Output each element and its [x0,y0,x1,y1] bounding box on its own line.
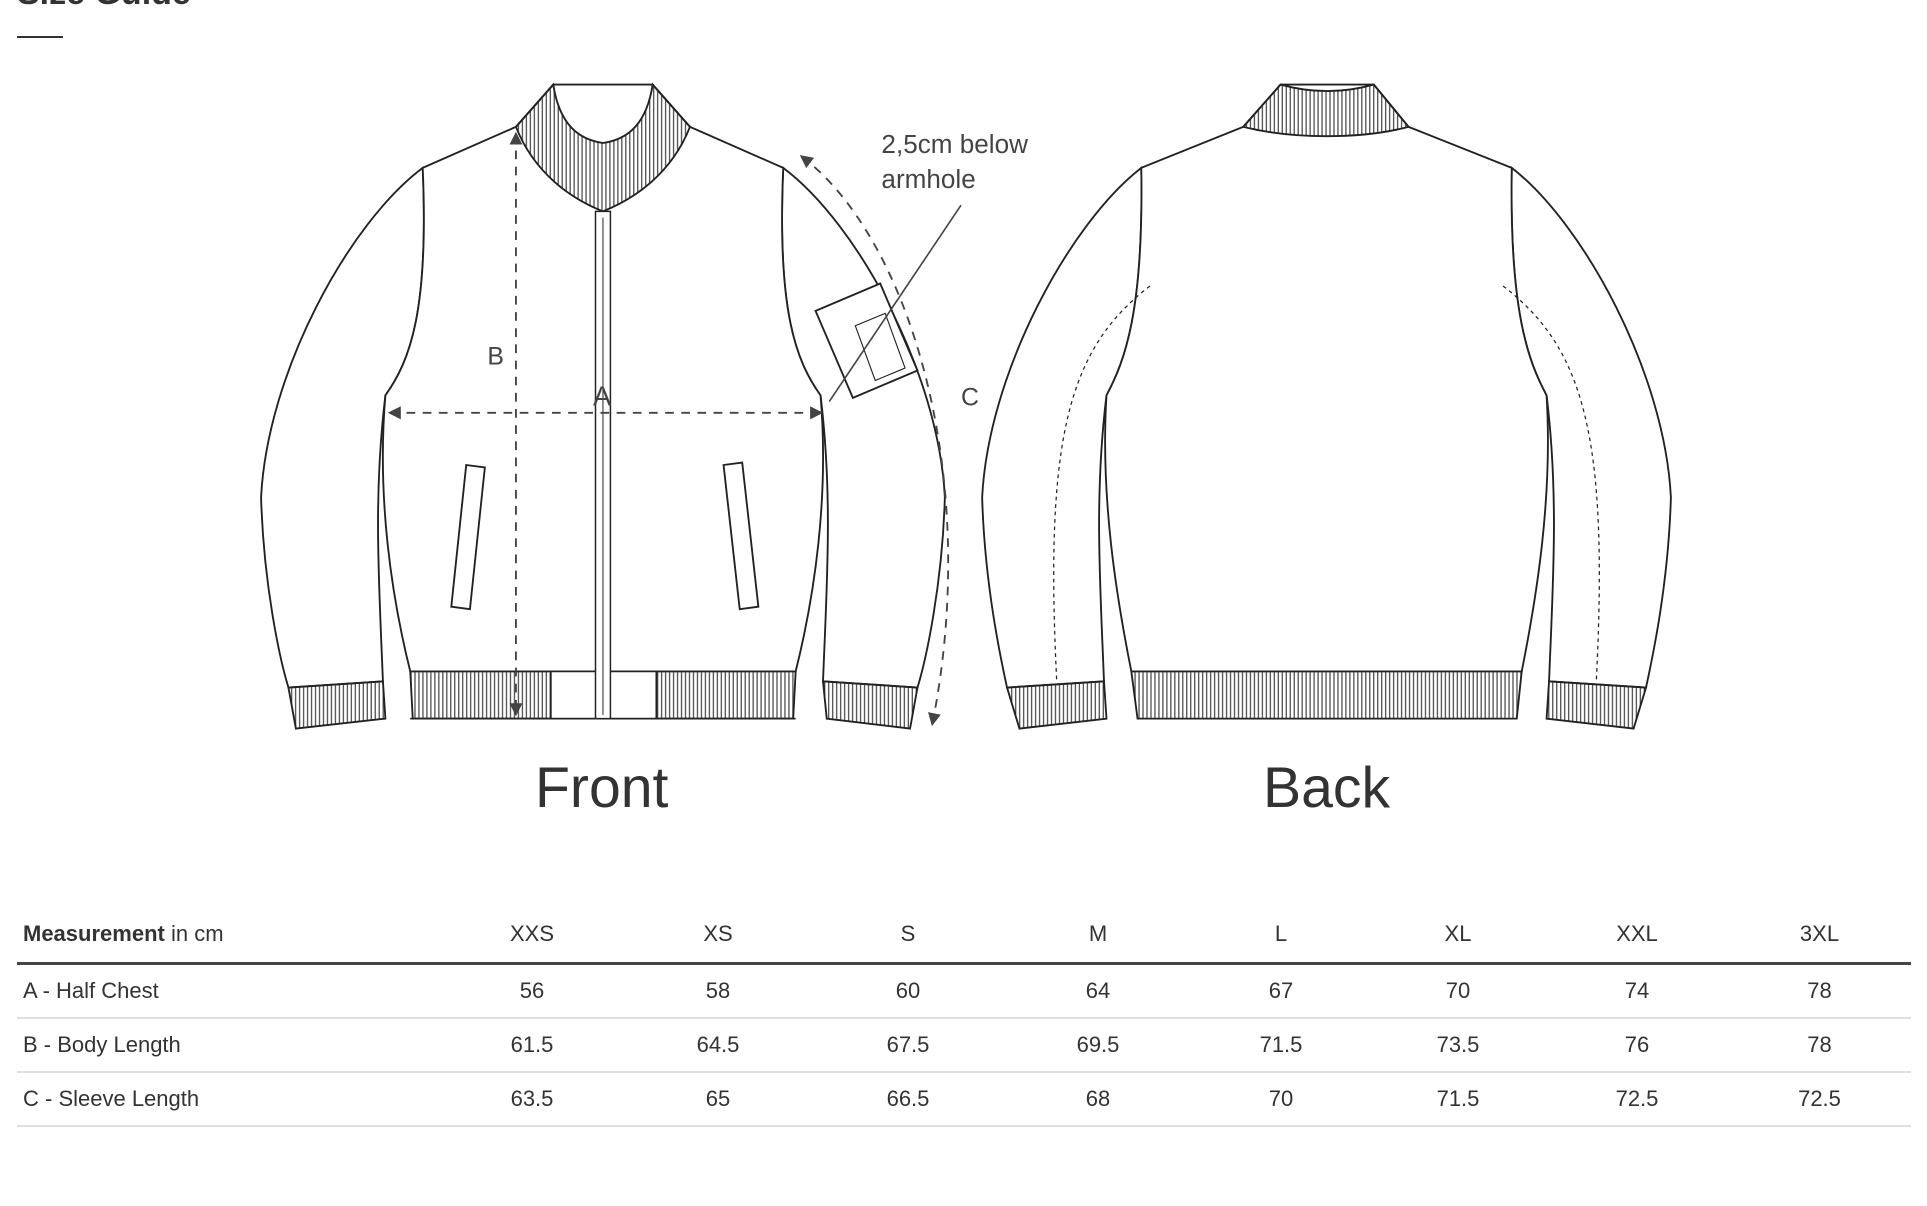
header-size: L [1274,920,1288,946]
measurement-lines [387,131,950,727]
table-row: A - Half Chest 56 58 60 64 67 70 74 78 [17,965,1911,1019]
title-underline [17,36,63,38]
pocket-left [450,463,486,611]
cell: 64.5 [696,1032,740,1057]
front-cuff-right [821,680,919,730]
marker-b: B [487,342,504,370]
header-measurement-unit: in cm [164,920,224,946]
cell: 70 [1445,978,1471,1003]
cell: 78 [1807,1032,1832,1057]
cell: 71.5 [1259,1032,1303,1057]
cell: 73.5 [1436,1032,1480,1057]
front-waistband-left [409,670,552,720]
header-size: S [900,920,916,946]
row-label: A - Half Chest [23,978,159,1003]
cell: 67.5 [886,1032,930,1057]
back-label: Back [1263,756,1391,820]
back-cuff-right [1545,680,1648,730]
cell: 72.5 [1615,1086,1659,1111]
cell: 69.5 [1076,1032,1120,1057]
cell: 67 [1268,978,1294,1003]
row-label: B - Body Length [23,1032,181,1057]
pocket-right [722,461,760,611]
row-label: C - Sleeve Length [23,1086,200,1111]
cell: 63.5 [510,1086,554,1111]
marker-a: A [593,380,612,411]
cell: 60 [895,978,921,1003]
header-size: XXS [509,920,555,946]
cell: 66.5 [886,1086,930,1111]
size-table: Measurement in cm XXS XS S M L XL XXL 3X… [17,905,1911,1127]
header-size: M [1088,920,1108,946]
cell: 76 [1624,1032,1650,1057]
cell: 58 [705,978,731,1003]
cell: 64 [1085,978,1111,1003]
page-title: Size Guide [17,0,191,13]
annotation-line-1: 2,5cm below [881,129,1028,159]
header-measurement: Measurement in cm [17,921,440,947]
cell: 70 [1268,1086,1294,1111]
header-size: XL [1444,920,1472,946]
back-collar [1241,83,1411,138]
front-waistband-right [655,670,797,720]
annotation-leader [828,204,962,403]
cell: 72.5 [1798,1086,1841,1111]
back-jacket [981,83,1672,730]
table-row: B - Body Length 61.5 64.5 67.5 69.5 71.5… [17,1019,1911,1073]
header-size: 3XL [1799,920,1840,946]
header-size: XS [703,920,733,946]
back-cuff-left [1005,680,1108,730]
front-label: Front [535,756,669,820]
cell: 65 [705,1086,731,1111]
back-waistband [1130,670,1523,720]
back-body [1104,83,1549,673]
front-collar [514,82,692,213]
table-row: C - Sleeve Length 63.5 65 66.5 68 70 71.… [17,1073,1911,1127]
cell: 71.5 [1436,1086,1480,1111]
header-size: XXL [1616,920,1658,946]
annotation-line-2: armhole [881,164,975,194]
table-header-row: Measurement in cm XXS XS S M L XL XXL 3X… [17,905,1911,965]
cell: 61.5 [510,1032,554,1057]
cell: 56 [519,978,545,1003]
header-measurement-bold: Measurement [23,920,165,946]
front-cuff-left [287,680,387,730]
marker-c: C [961,383,979,411]
cell: 68 [1085,1086,1111,1111]
cell: 74 [1624,978,1650,1003]
cell: 78 [1807,978,1832,1003]
